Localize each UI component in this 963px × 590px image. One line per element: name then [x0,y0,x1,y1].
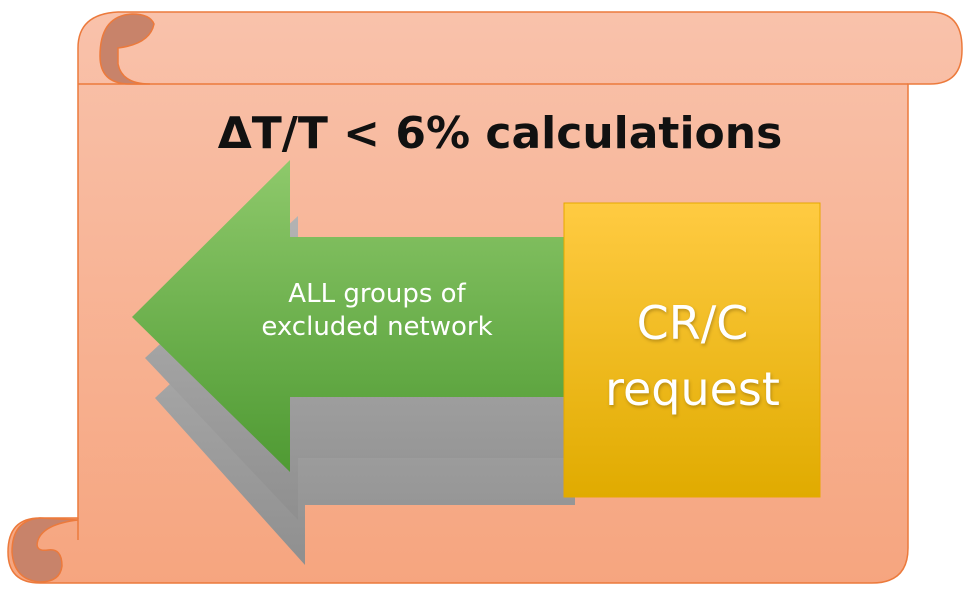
request-box-label: CR/C request [565,290,820,422]
banner-title: ΔT/T < 6% calculations [217,108,783,159]
request-box-line-1: CR/C [636,296,749,350]
arrow-label-line-1: ALL groups of [288,279,466,309]
request-box-line-2: request [605,362,780,416]
arrow-label: ALL groups of excluded network [222,278,532,344]
scroll-top-curl [99,13,155,85]
scroll-bottom-curl [11,517,79,583]
request-box [563,202,821,498]
left-arrow [132,160,572,472]
arrow-label-line-2: excluded network [261,312,493,342]
